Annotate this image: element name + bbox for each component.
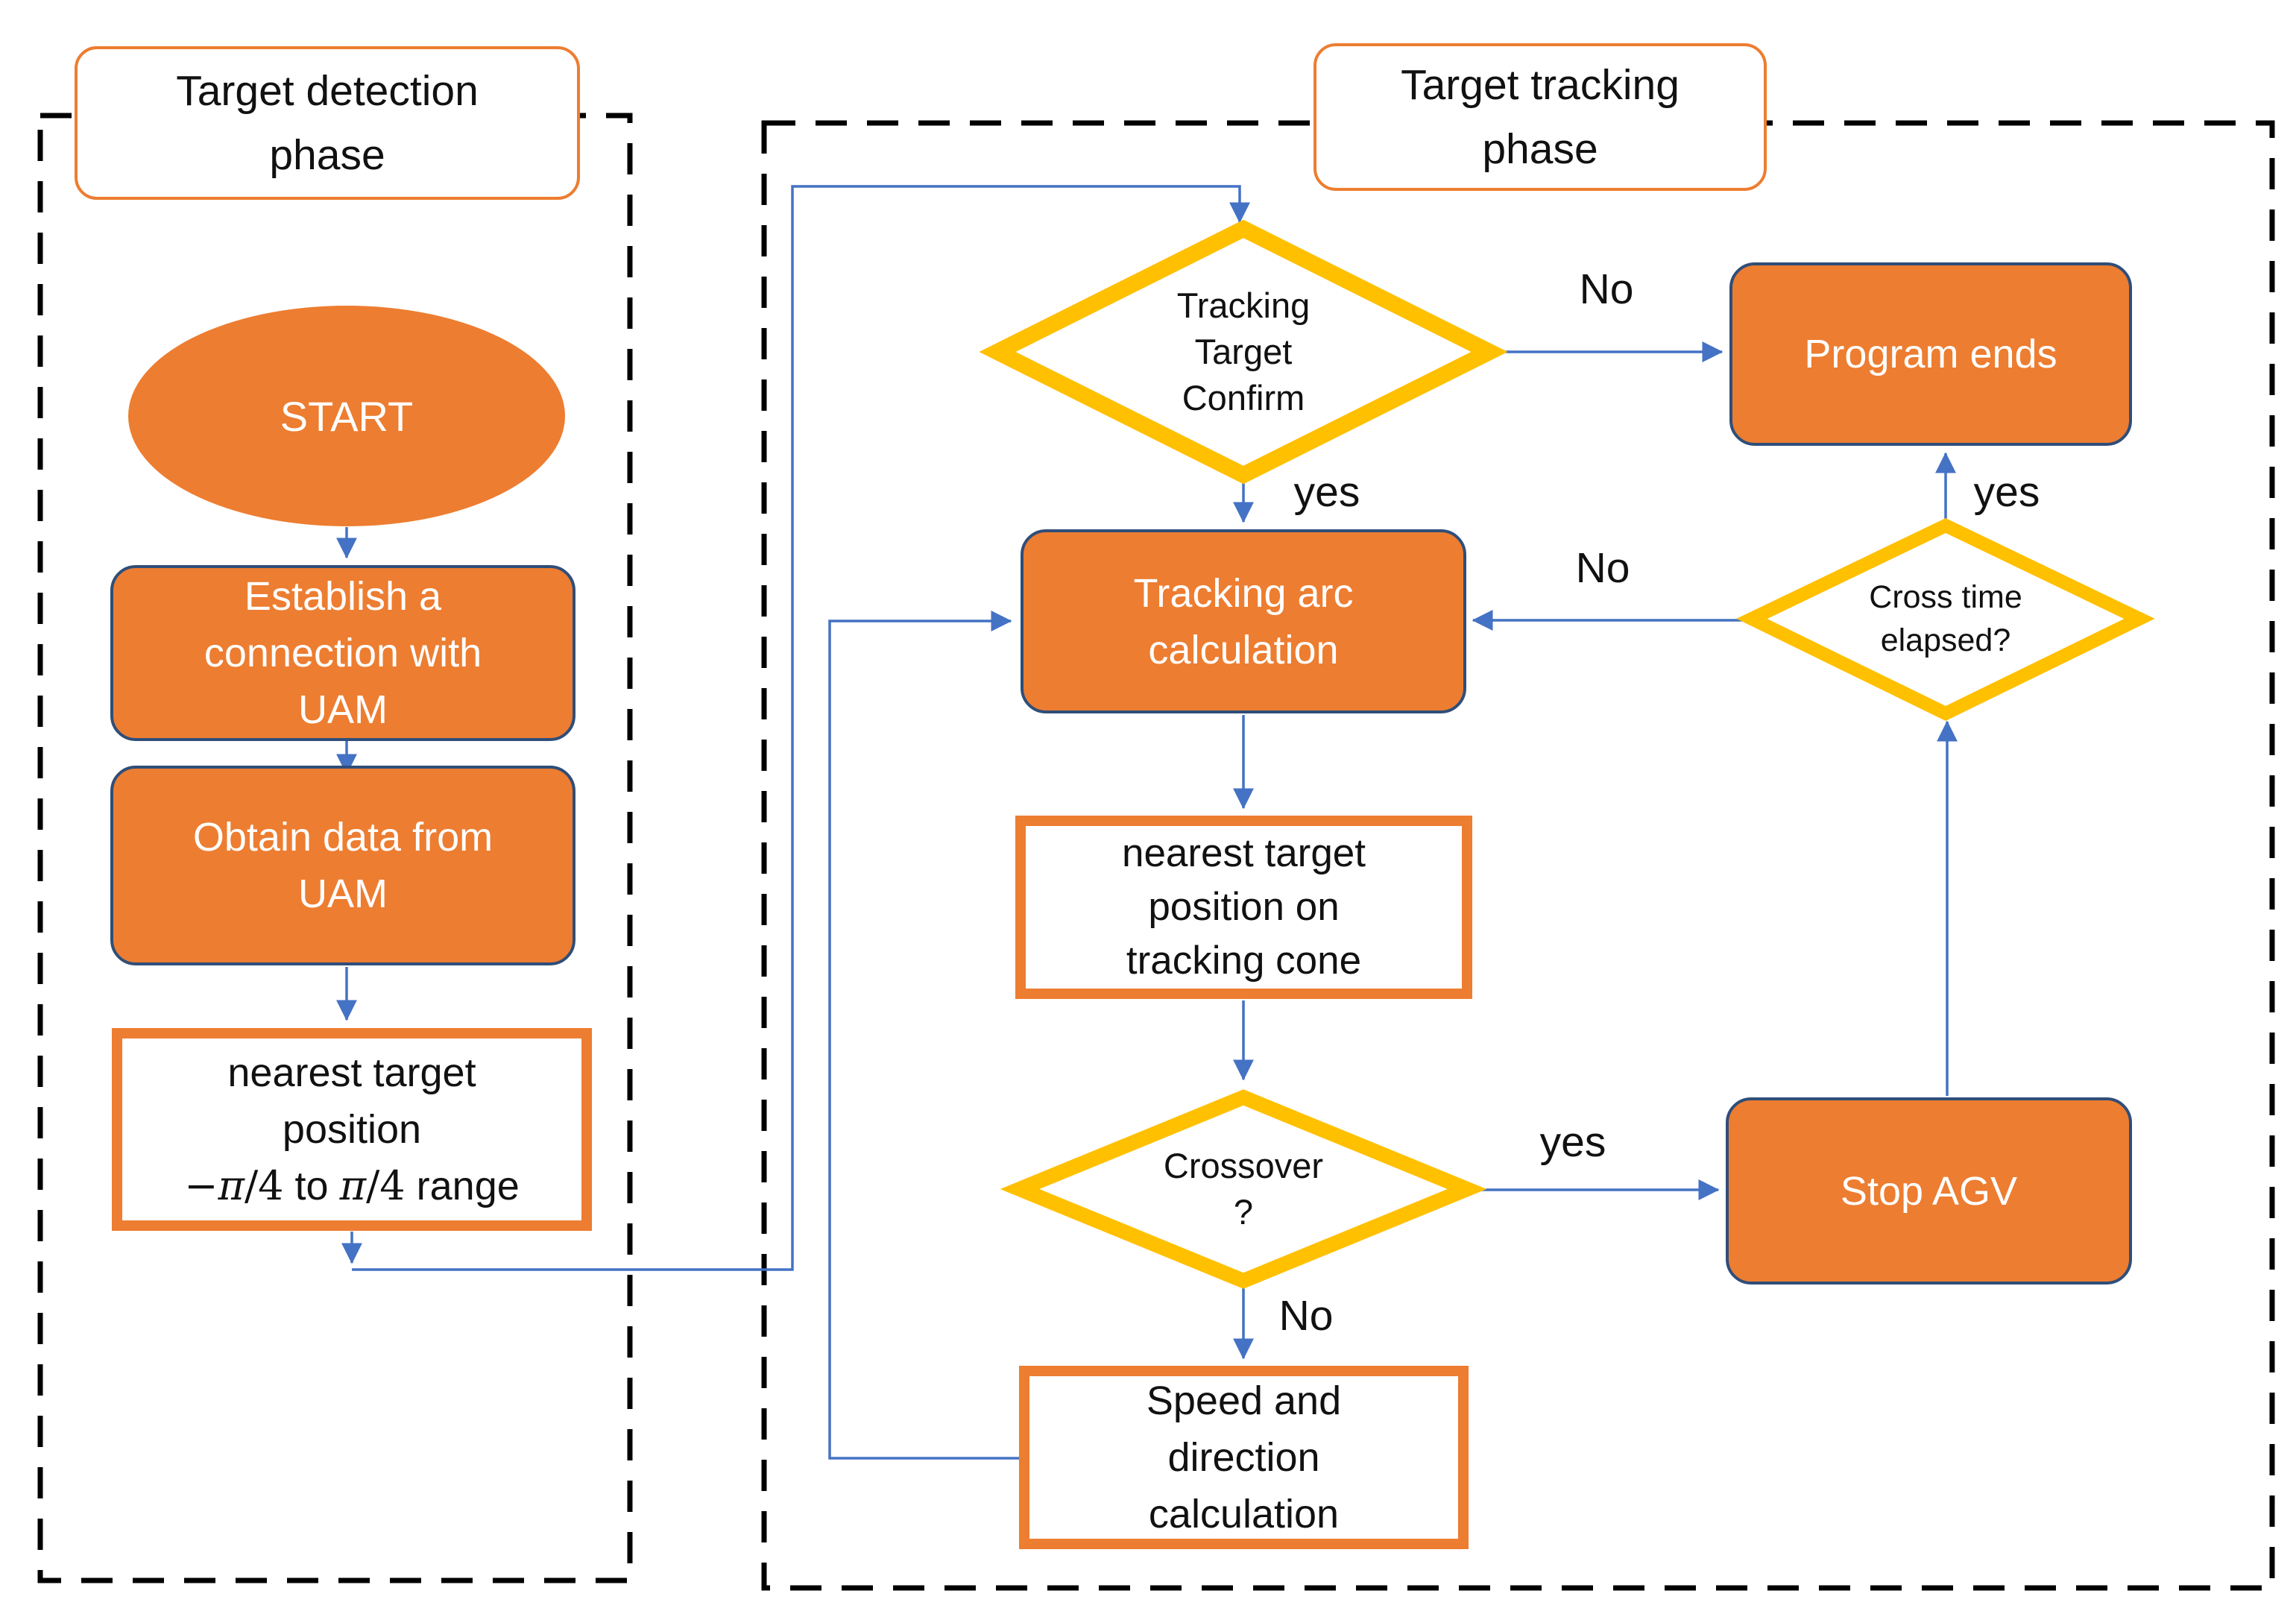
node-line: tracking cone [1126, 939, 1362, 983]
nearest-target-range-node: nearest target position −π/4 to π/4 rang… [112, 1028, 592, 1231]
edge-speed-loop-to-arc [828, 611, 1019, 1460]
node-line: position on [1148, 885, 1340, 929]
tracking-arc-node: Tracking arc calculation [1021, 529, 1466, 713]
edge-label-arc-return-no: No [1575, 544, 1630, 592]
node-line: Establish a [244, 574, 442, 619]
node-line: Program ends [1804, 332, 2057, 376]
phase-label-line: phase [1482, 125, 1598, 173]
node-line: calculation [1148, 1492, 1340, 1536]
node-line: UAM [298, 871, 388, 916]
math-part: range [405, 1164, 520, 1208]
start-node: START [128, 306, 565, 526]
node-line: connection with [204, 631, 482, 675]
node-line: nearest target [227, 1050, 476, 1095]
math-part: to [283, 1164, 340, 1208]
edge-label-crossover-yes: yes [1539, 1118, 1606, 1166]
math-part: /4 [366, 1162, 406, 1209]
edge-label-crossover-no: No [1278, 1292, 1334, 1340]
math-part: /4 [244, 1162, 284, 1209]
node-line: position [282, 1107, 422, 1152]
speed-direction-node: Speed and direction calculation [1019, 1366, 1469, 1549]
diamond-line: Tracking [1176, 286, 1311, 325]
cross-time-elapsed-diamond [1736, 518, 2155, 722]
pi-symbol: π [218, 1162, 245, 1209]
node-line: direction [1167, 1435, 1320, 1480]
tracking-phase-label: Target tracking phase [1313, 43, 1767, 191]
math-part: − [184, 1162, 218, 1209]
nearest-target-cone-node: nearest target position on tracking cone [1015, 816, 1472, 999]
node-line: Speed and [1146, 1378, 1342, 1423]
diamond-line: Cross time [1869, 579, 2022, 615]
edge-label-crosstime-yes: yes [1973, 468, 2040, 516]
diamond-line: Confirm [1182, 378, 1305, 417]
stop-agv-node: Stop AGV [1726, 1097, 2132, 1285]
diamond-line: ? [1233, 1192, 1254, 1232]
start-label: START [280, 392, 414, 440]
node-line: UAM [298, 687, 388, 732]
pi-symbol: π [339, 1162, 367, 1209]
edge-detection-to-confirm [352, 185, 1250, 1271]
crossover-text: Crossover ? [1094, 1118, 1393, 1260]
phase-label-line: phase [269, 131, 385, 179]
program-ends-node: Program ends [1729, 262, 2132, 446]
detection-phase-label: Target detection phase [75, 46, 580, 200]
diamond-line: elapsed? [1880, 622, 2011, 658]
edge-label-confirm-yes: yes [1293, 468, 1360, 516]
cross-time-text: Cross time elapsed? [1797, 553, 2095, 684]
edge-label-confirm-no: No [1579, 265, 1634, 313]
phase-label-line: Target detection [176, 67, 479, 115]
node-line-math: −π/4 to π/4 range [184, 1158, 520, 1214]
node-line: Tracking arc [1133, 570, 1354, 616]
tracking-target-confirm-text: Tracking Target Confirm [1094, 277, 1393, 426]
node-line: Obtain data from [192, 815, 493, 860]
tracking-phase-region [761, 120, 2275, 1591]
diamond-line: Target [1194, 332, 1293, 371]
establish-connection-node: Establish a connection with UAM [110, 565, 575, 741]
obtain-data-node: Obtain data from UAM [110, 766, 575, 965]
node-line: nearest target [1121, 831, 1366, 875]
node-line: Stop AGV [1840, 1168, 2018, 1214]
tracking-target-confirm-diamond [979, 219, 1508, 485]
phase-label-line: Target tracking [1401, 61, 1680, 109]
diamond-line: Crossover [1163, 1146, 1324, 1185]
node-line: calculation [1148, 627, 1339, 672]
crossover-diamond [1000, 1089, 1487, 1289]
